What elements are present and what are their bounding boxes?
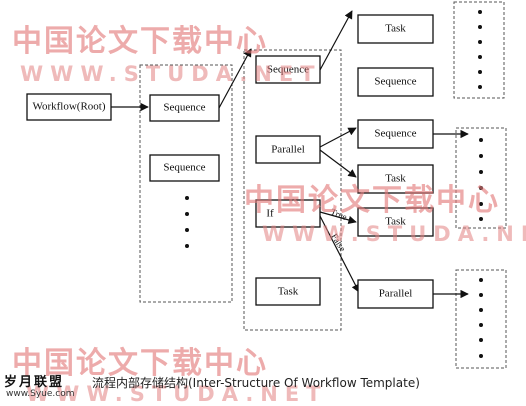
container-bottom-right: [455, 269, 507, 369]
edge-if-true: [319, 211, 357, 225]
ellipsis-dot: [479, 186, 483, 190]
edge-parallel-to-sequence: [319, 127, 357, 148]
edge-if-false: [319, 215, 360, 293]
ellipsis-dot: [185, 228, 189, 232]
figure-caption: 流程内部存储结构(Inter-Structure Of Workflow Tem…: [92, 376, 420, 390]
ellipsis-dot: [185, 196, 189, 200]
ellipsis-dot: [478, 55, 482, 59]
node-sequence-lower: [149, 154, 220, 182]
label-task-mid-a: Task: [385, 173, 406, 185]
label-sequence-right: Sequence: [374, 76, 416, 88]
label-task-mid-b: Task: [385, 216, 406, 228]
ellipsis-dot: [478, 25, 482, 29]
label-parallel-right: Parallel: [379, 288, 413, 300]
node-workflow-root: [26, 93, 112, 121]
container-mid-right: [455, 127, 507, 229]
edge-parallel-to-task: [319, 149, 357, 178]
ellipsis-dot: [478, 10, 482, 14]
node-sequence-right: [357, 67, 434, 97]
ellipsis-dot: [478, 40, 482, 44]
ellipsis-dot: [479, 217, 483, 221]
node-if: [255, 199, 321, 228]
ellipsis-dot: [479, 308, 483, 312]
ellipsis-dot: [479, 138, 483, 142]
label-task-top: Task: [385, 23, 406, 35]
ellipsis-dot: [479, 170, 483, 174]
label-sequence-main: Sequence: [163, 102, 205, 114]
container-top-right: [453, 1, 505, 99]
node-task-bottom: [255, 277, 321, 306]
ellipsis-dot: [185, 212, 189, 216]
ellipsis-dot: [185, 244, 189, 248]
node-task-mid-a: [357, 164, 434, 194]
node-parallel-right: [357, 279, 434, 309]
node-parallel-main: [255, 135, 321, 164]
label-sequence-mid: Sequence: [374, 128, 416, 140]
node-sequence-main: [149, 94, 220, 122]
label-parallel-main: Parallel: [271, 144, 305, 156]
ellipsis-dot: [479, 354, 483, 358]
edge-label-false: False: [329, 232, 348, 253]
ellipsis-dot: [479, 202, 483, 206]
container-sequence-children: [243, 49, 342, 331]
ellipsis-dot: [478, 85, 482, 89]
label-task-bottom: Task: [278, 286, 299, 298]
site-logo-text: 岁月联盟: [4, 375, 65, 390]
node-task-top: [357, 14, 434, 44]
label-sequence-branch: Sequence: [267, 64, 309, 76]
ellipsis-dot: [478, 70, 482, 74]
edge-sequence-to-children: [218, 48, 252, 109]
ellipsis-dot: [479, 278, 483, 282]
edge-sequence-to-top-group: [319, 10, 353, 71]
ellipsis-dot: [479, 293, 483, 297]
ellipsis-dot: [479, 338, 483, 342]
node-sequence-mid: [357, 119, 434, 149]
ellipsis-dot: [479, 154, 483, 158]
ellipsis-dot: [479, 323, 483, 327]
edge-label-true: True: [329, 207, 348, 223]
site-logo-url: www.Syue.com: [6, 389, 75, 399]
container-root-children: [139, 64, 233, 303]
label-workflow-root: Workflow(Root): [32, 101, 105, 113]
node-sequence-branch: [255, 55, 321, 84]
label-sequence-lower: Sequence: [163, 162, 205, 174]
label-if: If: [266, 208, 274, 220]
node-task-mid-b: [357, 207, 434, 237]
